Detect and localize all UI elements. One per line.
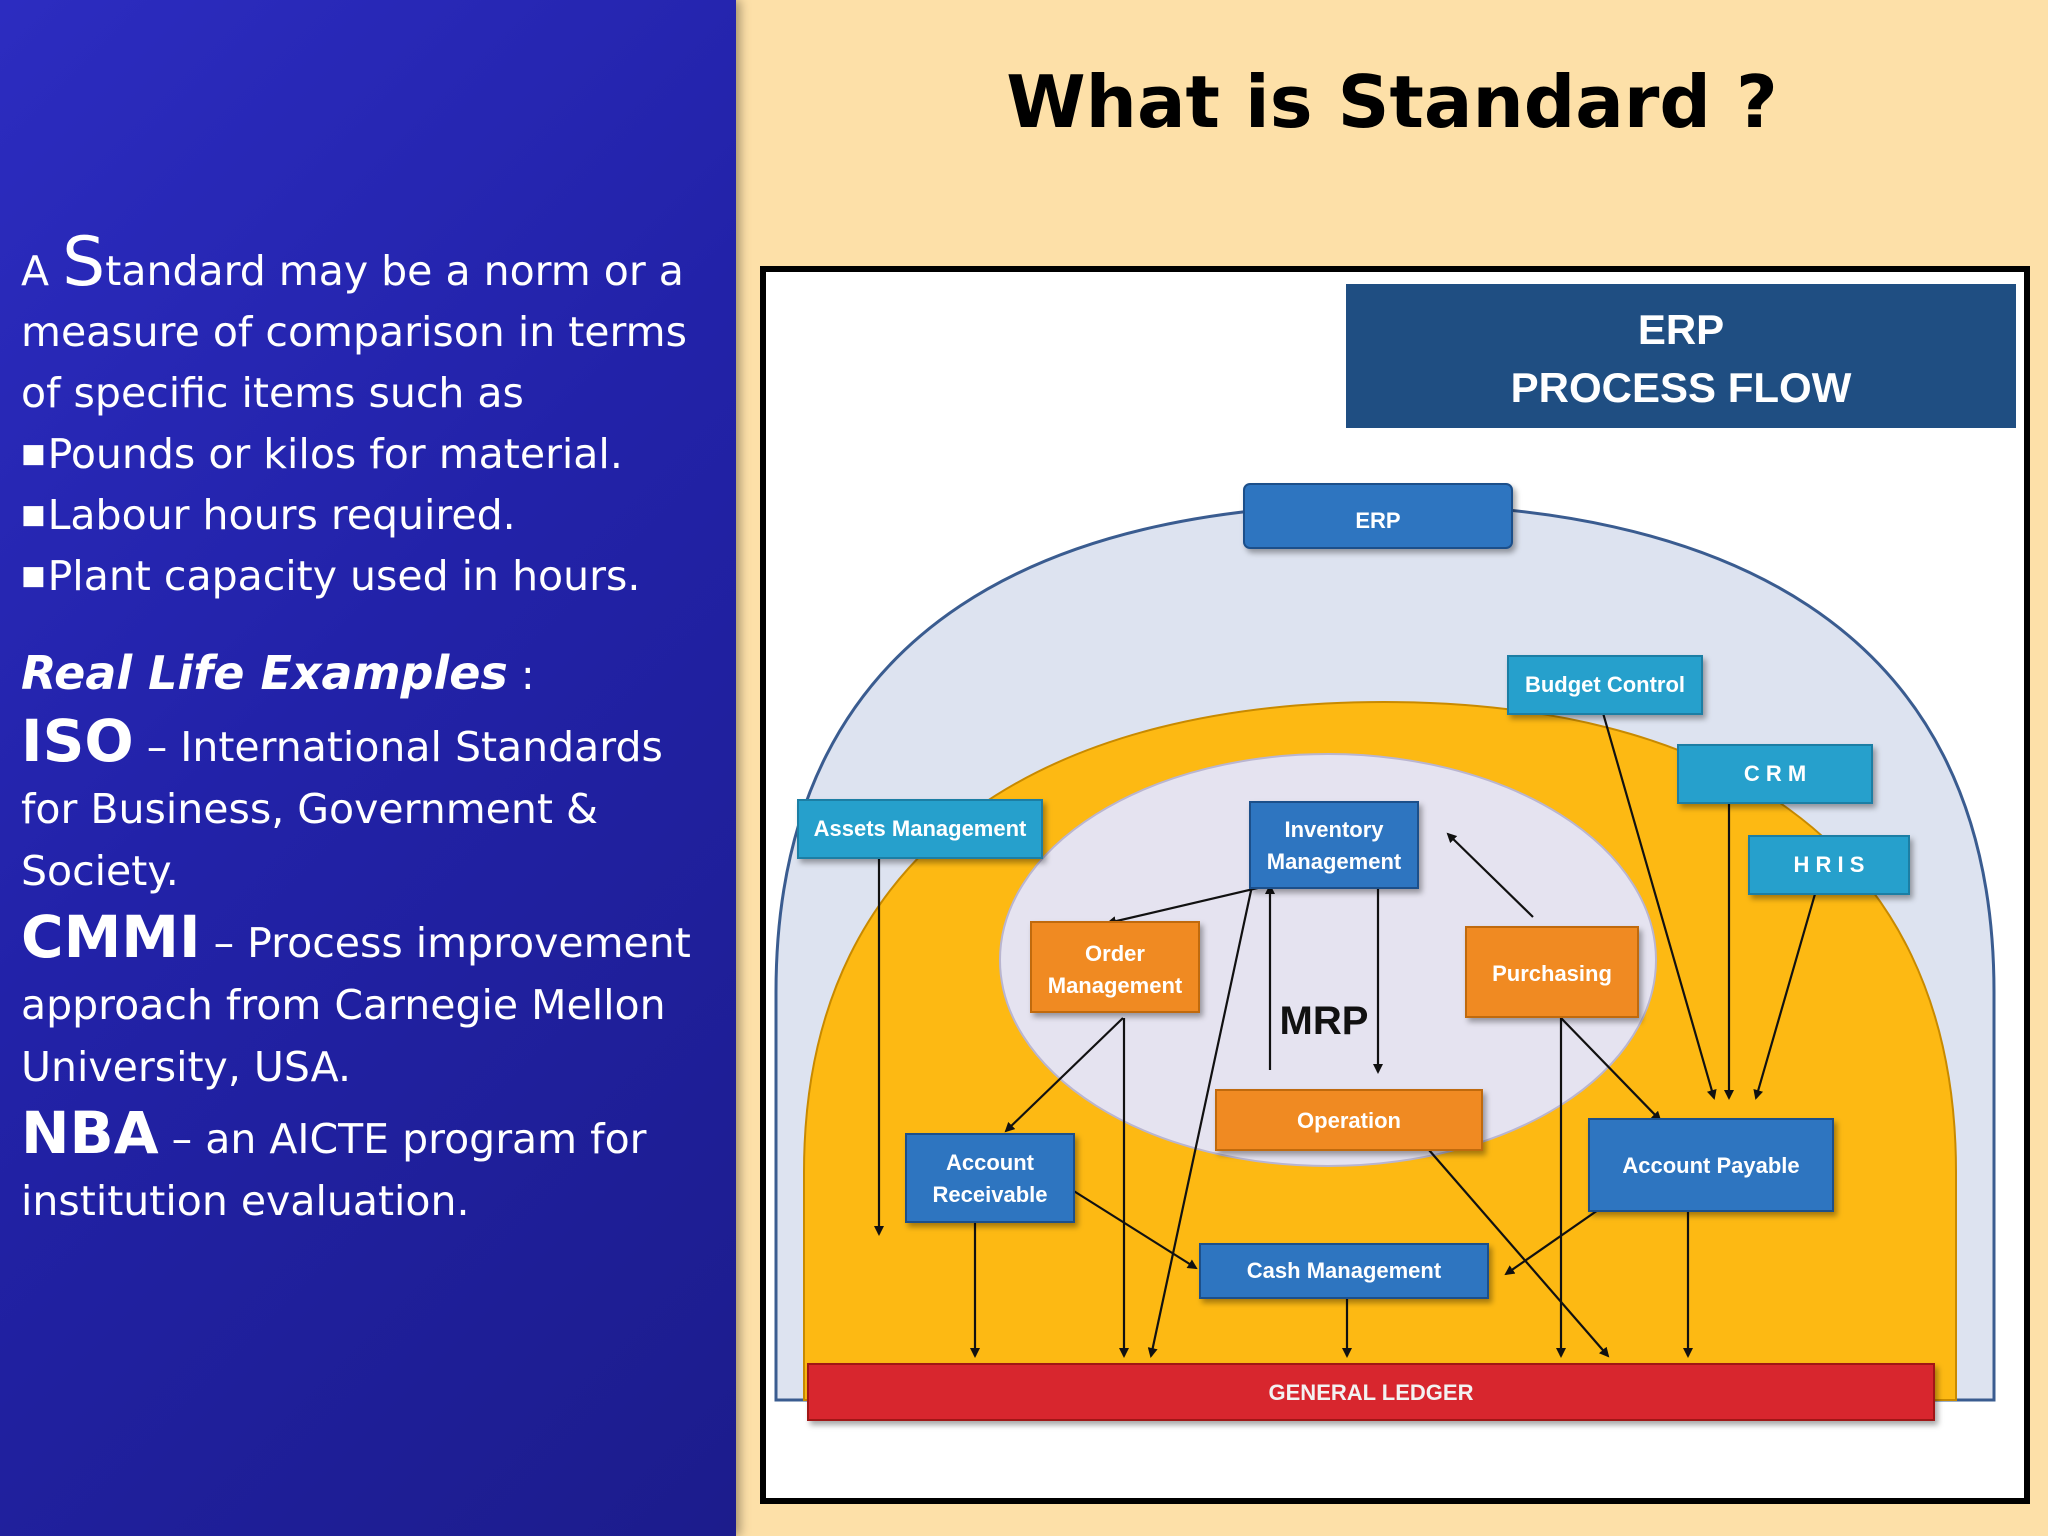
intro-paragraph: A Standard may be a norm or a measure of…: [21, 229, 721, 424]
examples-heading: Real Life Examples :: [21, 643, 721, 706]
slide-title: What is Standard ?: [1006, 60, 1778, 144]
diagram-header-line2: PROCESS FLOW: [1511, 364, 1852, 411]
mrp-label: MRP: [1280, 999, 1369, 1043]
intro-prefix: A: [21, 247, 63, 295]
bullet-text: Plant capacity used in hours.: [47, 552, 641, 600]
general-ledger-bar: GENERAL LEDGER: [807, 1363, 1935, 1421]
order-management-label: Order: [1085, 941, 1145, 966]
general-ledger-label: GENERAL LEDGER: [1269, 1380, 1474, 1405]
bullet-text: Labour hours required.: [47, 491, 516, 539]
inventory-management-label: Management: [1267, 849, 1402, 874]
example-title: NBA: [21, 1099, 159, 1167]
bullet-item: ■Pounds or kilos for material.: [21, 424, 721, 485]
square-bullet-icon: ■: [21, 439, 46, 469]
diagram-header-box: [1346, 284, 2016, 428]
purchasing-label: Purchasing: [1492, 961, 1612, 986]
budget-control-label: Budget Control: [1525, 672, 1685, 697]
account-payable-label: Account Payable: [1622, 1153, 1799, 1178]
operation-box: Operation: [1215, 1089, 1483, 1151]
example-item: CMMI – Process improvement approach from…: [21, 906, 721, 1098]
example-desc: – International Standards for Business, …: [21, 723, 663, 895]
cash-management-label: Cash Management: [1247, 1258, 1442, 1283]
example-desc: – Process improvement approach from Carn…: [21, 919, 691, 1091]
example-title: ISO: [21, 707, 134, 775]
inventory-management-box: Inventory Management: [1249, 801, 1419, 889]
mrp-inner-ellipse: [999, 753, 1657, 1167]
erp-process-flow-diagram: ERP PROCESS FLOW MRP: [774, 284, 2016, 1421]
intro-big-s: S: [62, 223, 106, 302]
purchasing-box: Purchasing: [1465, 926, 1639, 1018]
inventory-management-label: Inventory: [1284, 817, 1384, 842]
assets-management-label: Assets Management: [814, 816, 1027, 841]
hris-label: H R I S: [1794, 852, 1865, 877]
left-text: A Standard may be a norm or a measure of…: [21, 229, 721, 1232]
order-management-label: Management: [1048, 973, 1183, 998]
examples-colon: :: [507, 651, 535, 699]
cash-management-box: Cash Management: [1199, 1243, 1489, 1299]
account-payable-box: Account Payable: [1588, 1118, 1834, 1212]
example-title: CMMI: [21, 903, 201, 971]
examples-heading-text: Real Life Examples: [21, 646, 508, 700]
crm-label: C R M: [1744, 761, 1806, 786]
example-item: NBA – an AICTE program for institution e…: [21, 1102, 721, 1232]
hris-box: H R I S: [1748, 835, 1910, 895]
bullet-item: ■Plant capacity used in hours.: [21, 546, 721, 607]
diagram-header-line1: ERP: [1638, 306, 1724, 353]
left-panel: A Standard may be a norm or a measure of…: [0, 0, 736, 1536]
assets-management-box: Assets Management: [797, 799, 1043, 859]
erp-box-label: ERP: [1355, 508, 1400, 533]
square-bullet-icon: ■: [21, 561, 46, 591]
example-desc: – an AICTE program for institution evalu…: [21, 1115, 647, 1225]
account-receivable-box: Account Receivable: [905, 1133, 1075, 1223]
account-receivable-label: Receivable: [933, 1182, 1048, 1207]
bullet-item: ■Labour hours required.: [21, 485, 721, 546]
budget-control-box: Budget Control: [1507, 655, 1703, 715]
crm-box: C R M: [1677, 744, 1873, 804]
operation-label: Operation: [1297, 1108, 1401, 1133]
intro-text: tandard may be a norm or a measure of co…: [21, 247, 687, 417]
erp-box: ERP: [1243, 483, 1513, 549]
erp-diagram-frame: ERP PROCESS FLOW MRP: [760, 266, 2030, 1504]
bullet-text: Pounds or kilos for material.: [47, 430, 623, 478]
example-item: ISO – International Standards for Busine…: [21, 710, 721, 902]
account-receivable-label: Account: [946, 1150, 1035, 1175]
square-bullet-icon: ■: [21, 500, 46, 530]
order-management-box: Order Management: [1030, 921, 1200, 1013]
